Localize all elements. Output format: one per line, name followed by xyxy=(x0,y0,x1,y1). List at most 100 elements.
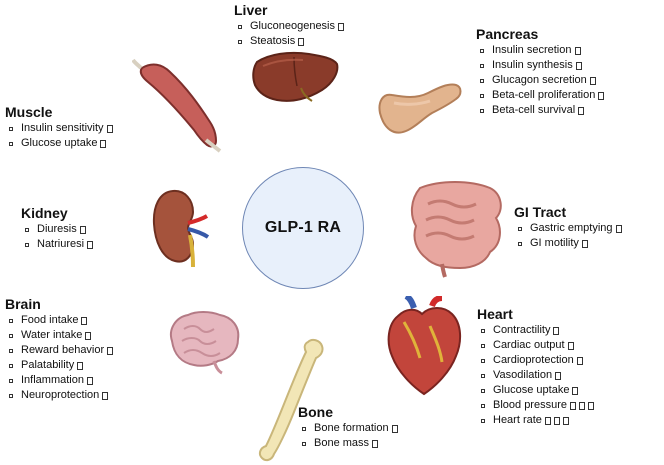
bullet-icon xyxy=(9,333,13,338)
bullet-icon xyxy=(480,63,484,68)
brain-item-1: Food intake xyxy=(9,313,113,328)
brain-icon xyxy=(170,311,240,375)
heart-group: Heart Contractility Cardiac output Cardi… xyxy=(477,306,594,428)
effect-symbol-icon xyxy=(562,416,569,425)
heart-item-5: Glucose uptake xyxy=(481,383,594,398)
effect-symbol-icon xyxy=(106,124,113,133)
bullet-icon xyxy=(518,241,522,246)
brain-item-3: Reward behavior xyxy=(9,343,114,358)
heart-item-7: Heart rate xyxy=(481,413,594,428)
effect-symbol-icon xyxy=(578,106,585,115)
heart-items: Contractility Cardiac output Cardioprote… xyxy=(481,323,594,428)
bullet-icon xyxy=(481,418,485,423)
muscle-icon xyxy=(132,58,222,153)
bullet-icon xyxy=(480,93,484,98)
effect-symbol-icon xyxy=(553,326,560,335)
heart-item-1: Contractility xyxy=(481,323,594,338)
heart-item-2: Cardiac output xyxy=(481,338,594,353)
effect-symbol-icon xyxy=(87,240,94,249)
effect-symbol-icon xyxy=(544,416,551,425)
effect-symbol-icon xyxy=(581,239,588,248)
heart-item-label: Cardiac output xyxy=(493,339,565,351)
muscle-group: Muscle Insulin sensitivity Glucose uptak… xyxy=(5,104,113,151)
brain-group: Brain Food intake Water intake Reward be… xyxy=(5,296,114,403)
gi-item-label: Gastric emptying xyxy=(530,222,613,234)
heart-item-label: Heart rate xyxy=(493,414,542,426)
pancreas-item-label: Insulin synthesis xyxy=(492,59,573,71)
effect-symbol-icon xyxy=(86,376,93,385)
bullet-icon xyxy=(302,426,306,431)
bullet-icon xyxy=(481,328,485,333)
effect-symbol-icon xyxy=(298,37,305,46)
effect-symbol-icon xyxy=(570,401,576,410)
bullet-icon xyxy=(25,242,29,247)
gi-item-2: GI motility xyxy=(518,236,622,251)
effect-symbol-icon xyxy=(372,439,379,448)
effect-symbol-icon xyxy=(79,225,86,234)
kidney-items: Diuresis Natriuresi xyxy=(25,222,94,252)
bullet-icon xyxy=(238,24,242,29)
bullet-icon xyxy=(481,388,485,393)
effect-symbol-icon xyxy=(77,361,84,370)
heart-item-6: Blood pressure xyxy=(481,398,594,413)
bullet-icon xyxy=(481,358,485,363)
bullet-icon xyxy=(518,226,522,231)
brain-item-label: Reward behavior xyxy=(21,344,105,356)
brain-items: Food intake Water intake Reward behavior… xyxy=(9,313,114,403)
kidney-item-2: Natriuresi xyxy=(25,237,94,252)
effect-symbol-icon xyxy=(579,401,585,410)
pancreas-item-3: Glucagon secretion xyxy=(480,73,604,88)
effect-symbol-icon xyxy=(589,76,596,85)
bone-item-2: Bone mass xyxy=(302,436,398,451)
center-circle: GLP-1 RA xyxy=(242,167,364,289)
effect-symbol-icon xyxy=(107,346,114,355)
heart-item-label: Vasodilation xyxy=(493,369,553,381)
brain-item-label: Food intake xyxy=(21,314,79,326)
heart-item-label: Blood pressure xyxy=(493,399,567,411)
effect-symbol-icon xyxy=(615,224,622,233)
effect-symbol-icon xyxy=(100,139,107,148)
bullet-icon xyxy=(9,318,13,323)
bullet-icon xyxy=(9,363,13,368)
muscle-item-2: Glucose uptake xyxy=(9,136,113,151)
kidney-item-label: Diuresis xyxy=(37,223,77,235)
heart-item-4: Vasodilation xyxy=(481,368,594,383)
brain-item-label: Neuroprotection xyxy=(21,389,100,401)
kidney-item-label: Natriuresi xyxy=(37,238,85,250)
bullet-icon xyxy=(9,393,13,398)
bullet-icon xyxy=(238,39,242,44)
effect-symbol-icon xyxy=(555,371,562,380)
gi-tract-title: GI Tract xyxy=(514,204,567,220)
gi-item-label: GI motility xyxy=(530,237,579,249)
liver-item-2: Steatosis xyxy=(238,34,344,49)
kidney-icon xyxy=(152,189,210,268)
pancreas-item-4: Beta-cell proliferation xyxy=(480,88,605,103)
heart-icon xyxy=(387,296,462,396)
liver-icon xyxy=(252,51,339,102)
kidney-item-1: Diuresis xyxy=(25,222,93,237)
brain-item-label: Water intake xyxy=(21,329,83,341)
muscle-item-1: Insulin sensitivity xyxy=(9,121,113,136)
effect-symbol-icon xyxy=(553,416,560,425)
effect-symbol-icon xyxy=(575,61,582,70)
brain-item-4: Palatability xyxy=(9,358,113,373)
effect-symbol-icon xyxy=(391,424,398,433)
effect-symbol-icon xyxy=(598,91,605,100)
bone-item-label: Bone mass xyxy=(314,437,370,449)
pancreas-item-5: Beta-cell survival xyxy=(480,103,604,118)
gi-tract-group: GI Tract Gastric emptying GI motility xyxy=(514,204,622,251)
kidney-group: Kidney Diuresis Natriuresi xyxy=(21,205,94,252)
intestine-icon xyxy=(410,181,502,278)
pancreas-title: Pancreas xyxy=(476,26,539,42)
pancreas-icon xyxy=(378,83,462,134)
pancreas-item-label: Glucagon secretion xyxy=(492,74,587,86)
heart-title: Heart xyxy=(477,306,513,322)
effect-symbol-icon xyxy=(338,22,345,31)
effect-symbol-icon xyxy=(588,401,594,410)
bullet-icon xyxy=(9,141,13,146)
liver-item-label: Gluconeogenesis xyxy=(250,20,336,32)
bone-item-1: Bone formation xyxy=(302,421,398,436)
effect-symbol-icon xyxy=(102,391,109,400)
effect-symbol-icon xyxy=(85,331,92,340)
